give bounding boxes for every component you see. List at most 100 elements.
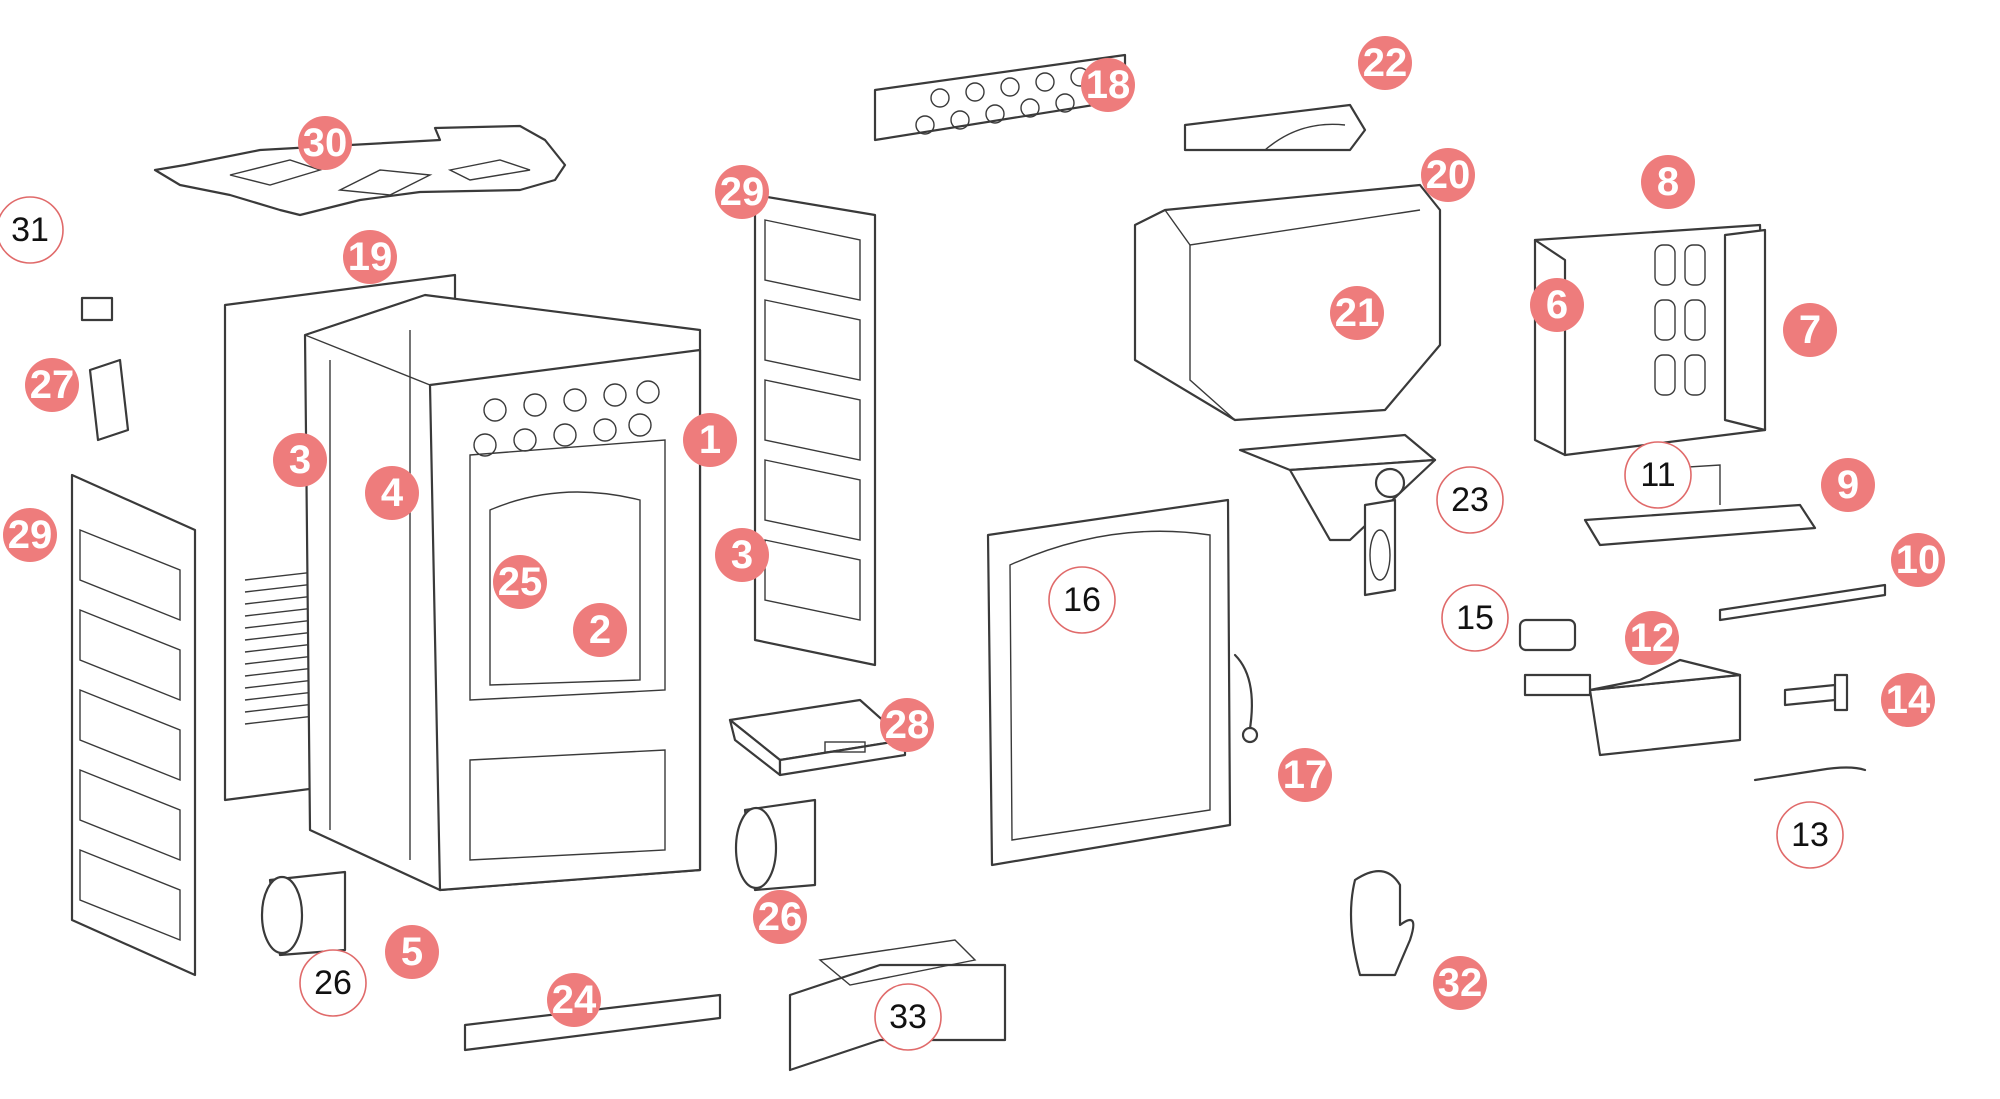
callout-circle (1048, 566, 1116, 634)
callout-circle (715, 528, 769, 582)
callout-circle (753, 890, 807, 944)
callout-number: 32 (1438, 961, 1483, 1005)
part-small-motor (1518, 618, 1577, 652)
callout-number: 24 (552, 978, 597, 1022)
callout-number: 17 (1283, 753, 1328, 797)
callout-number: 15 (1456, 599, 1494, 637)
callout-number: 7 (1799, 308, 1821, 352)
callout-13: 13 (1776, 801, 1844, 869)
callout-circle (299, 949, 367, 1017)
callout-18: 18 (1081, 58, 1135, 112)
part-small-bracket (80, 296, 130, 442)
callout-11: 11 (1624, 441, 1692, 509)
callout-20: 20 (1421, 148, 1475, 202)
callout-4: 4 (365, 466, 419, 520)
callout-number: 11 (1640, 456, 1675, 494)
callout-number: 29 (720, 170, 765, 214)
callout-circle (1358, 36, 1412, 90)
callout-circle (1436, 466, 1504, 534)
part-ash-drawer (728, 698, 907, 777)
callout-8: 8 (1641, 155, 1695, 209)
callout-number: 14 (1886, 678, 1931, 722)
callout-number: 6 (1546, 283, 1568, 327)
callout-number: 26 (314, 964, 352, 1002)
callout-16: 16 (1048, 566, 1116, 634)
callout-circle (343, 230, 397, 284)
callout-1: 1 (683, 413, 737, 467)
callout-26: 26 (753, 890, 807, 944)
callout-5: 5 (385, 925, 439, 979)
callout-circle (0, 196, 64, 264)
part-firebox-liner (1533, 223, 1767, 457)
callout-circle (25, 358, 79, 412)
callout-6: 6 (1530, 278, 1584, 332)
part-hopper-lid (1183, 103, 1367, 152)
callout-21: 21 (1330, 286, 1384, 340)
callout-number: 1 (699, 418, 721, 462)
callout-15: 15 (1441, 584, 1509, 652)
part-rod (1718, 583, 1887, 622)
callout-circle (573, 603, 627, 657)
callout-badges: 1233456789101112131415161718192021222324… (0, 36, 1945, 1051)
callout-circle (1624, 441, 1692, 509)
callout-circle (1278, 748, 1332, 802)
part-front-holes (473, 380, 660, 457)
callout-number: 29 (8, 513, 53, 557)
callout-number: 22 (1363, 41, 1408, 85)
part-door-handle (1233, 653, 1259, 744)
callout-2: 2 (573, 603, 627, 657)
callout-circle (1530, 278, 1584, 332)
callout-circle (1891, 533, 1945, 587)
part-top-cover (153, 124, 567, 217)
callout-number: 2 (589, 608, 611, 652)
callout-number: 13 (1791, 816, 1829, 854)
part-hopper (1133, 183, 1442, 422)
callout-17: 17 (1278, 748, 1332, 802)
callout-circle (874, 983, 942, 1051)
callout-12: 12 (1625, 611, 1679, 665)
callout-circle (273, 433, 327, 487)
callout-number: 33 (889, 998, 927, 1036)
part-fan-left (260, 870, 347, 957)
callout-25: 25 (493, 555, 547, 609)
callout-circle (385, 925, 439, 979)
callout-number: 20 (1426, 153, 1471, 197)
callout-7: 7 (1783, 303, 1837, 357)
callout-circle (365, 466, 419, 520)
callout-number: 28 (885, 703, 930, 747)
callout-circle (1441, 584, 1509, 652)
callout-33: 33 (874, 983, 942, 1051)
callout-number: 10 (1896, 538, 1941, 582)
callout-circle (1081, 58, 1135, 112)
callout-29: 29 (715, 165, 769, 219)
callout-14: 14 (1881, 673, 1935, 727)
part-side-panel-left (70, 473, 197, 977)
callout-26: 26 (299, 949, 367, 1017)
part-igniter-pipe (1783, 673, 1849, 712)
callout-number: 31 (11, 211, 49, 249)
part-bottom-rail (463, 993, 722, 1052)
callout-circle (715, 165, 769, 219)
callout-number: 9 (1837, 463, 1859, 507)
callout-circle (1783, 303, 1837, 357)
callout-number: 25 (498, 560, 543, 604)
callout-circle (493, 555, 547, 609)
callout-10: 10 (1891, 533, 1945, 587)
callout-number: 5 (401, 930, 423, 974)
callout-number: 30 (303, 121, 348, 165)
callout-number: 26 (758, 895, 803, 939)
callout-24: 24 (547, 973, 601, 1027)
part-burn-grate (1583, 464, 1817, 547)
part-auger-funnel (1238, 433, 1437, 597)
callout-number: 8 (1657, 160, 1679, 204)
callout-22: 22 (1358, 36, 1412, 90)
callout-circle (1421, 148, 1475, 202)
callout-circle (547, 973, 601, 1027)
part-burner-box (1523, 658, 1742, 757)
part-sensor (1753, 766, 1867, 782)
callout-circle (1625, 611, 1679, 665)
callout-circle (298, 116, 352, 170)
callout-circle (1641, 155, 1695, 209)
